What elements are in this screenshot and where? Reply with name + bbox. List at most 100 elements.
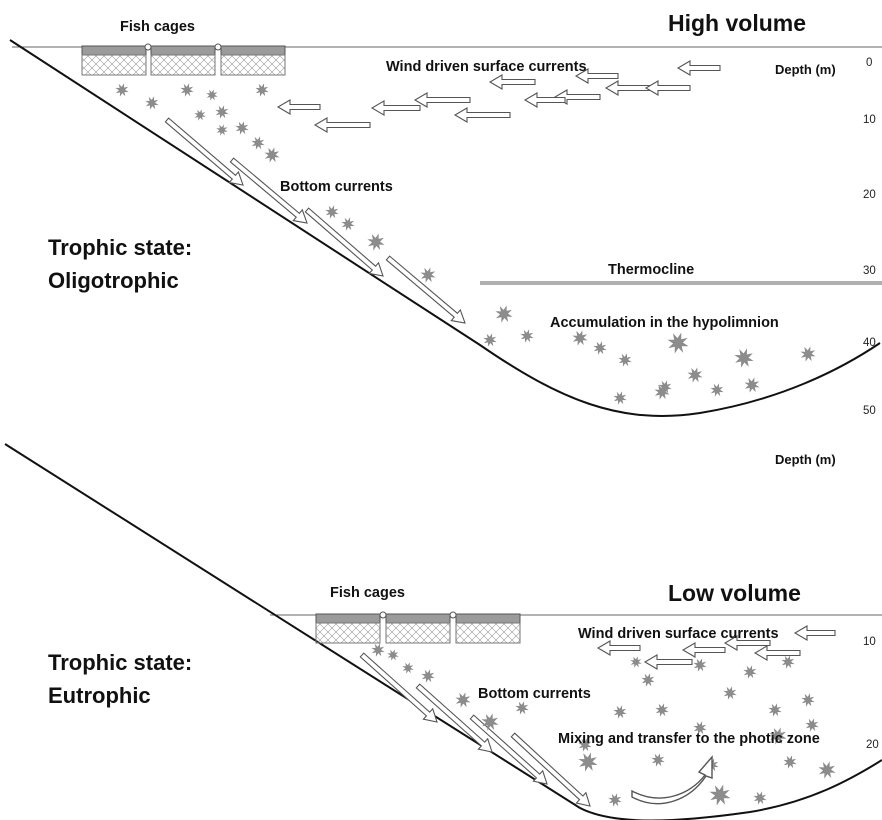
waste-particle bbox=[387, 649, 399, 661]
top-surface-currents-label: Wind driven surface currents bbox=[386, 59, 587, 75]
waste-particle bbox=[495, 305, 513, 323]
top-surface-current-arrows bbox=[276, 60, 721, 133]
waste-particle bbox=[630, 656, 642, 668]
top-bottom-currents-label: Bottom currents bbox=[280, 179, 393, 195]
fish-cage bbox=[315, 613, 381, 644]
cage-float bbox=[379, 611, 387, 619]
waste-particle bbox=[768, 703, 782, 717]
waste-particle bbox=[402, 662, 414, 674]
top-depth-tick-10: 10 bbox=[863, 114, 876, 126]
current-arrow bbox=[793, 625, 836, 641]
waste-particle bbox=[520, 329, 534, 343]
bottom-fish-cages bbox=[315, 611, 521, 644]
current-arrow bbox=[385, 255, 466, 324]
thermocline-label: Thermocline bbox=[608, 262, 694, 278]
top-trophic-state-line2: Oligotrophic bbox=[48, 268, 179, 293]
current-arrow bbox=[753, 645, 801, 661]
current-arrow bbox=[604, 80, 651, 96]
waste-particle bbox=[818, 761, 836, 779]
bottom-panel: Depth (m) Fish cages Low volume W bbox=[4, 443, 882, 820]
waste-particle bbox=[578, 752, 598, 772]
current-arrow bbox=[676, 60, 721, 76]
fish-cage bbox=[455, 613, 521, 644]
waste-particle bbox=[115, 83, 129, 97]
current-arrow bbox=[453, 107, 511, 123]
waste-particle bbox=[194, 109, 206, 121]
waste-particle bbox=[325, 205, 339, 219]
fish-cage bbox=[81, 45, 147, 76]
bottom-depth-label: Depth (m) bbox=[775, 452, 836, 467]
current-arrow bbox=[164, 117, 244, 186]
waste-particle bbox=[251, 136, 265, 150]
waste-particle bbox=[709, 784, 731, 806]
current-arrow bbox=[370, 100, 421, 116]
top-waste-particles bbox=[115, 83, 816, 405]
waste-particle bbox=[421, 669, 435, 683]
waste-particle bbox=[753, 791, 767, 805]
waste-particle bbox=[180, 83, 194, 97]
bottom-surface-current-arrows bbox=[596, 625, 836, 670]
waste-particle bbox=[693, 658, 707, 672]
waste-particle bbox=[235, 121, 249, 135]
waste-particle bbox=[420, 267, 436, 283]
waste-particle bbox=[255, 83, 269, 97]
fish-cage bbox=[220, 45, 286, 76]
bottom-waste-particles bbox=[371, 643, 836, 807]
current-arrow bbox=[359, 652, 438, 723]
current-arrow bbox=[574, 68, 619, 84]
current-arrow bbox=[276, 99, 321, 115]
bottom-bottom-current-arrows bbox=[359, 652, 591, 807]
top-fish-cages-label: Fish cages bbox=[120, 19, 195, 35]
cage-float bbox=[144, 43, 152, 51]
mixing-curved-arrow bbox=[631, 755, 713, 805]
waste-particle bbox=[367, 233, 385, 251]
fish-cage bbox=[150, 45, 216, 76]
current-arrow bbox=[229, 157, 308, 224]
current-arrow bbox=[644, 80, 691, 96]
waste-particle bbox=[608, 793, 622, 807]
top-depth-tick-40: 40 bbox=[863, 337, 876, 349]
bottom-surface-currents-label: Wind driven surface currents bbox=[578, 626, 779, 642]
waste-particle bbox=[483, 333, 497, 347]
waste-particle bbox=[371, 643, 385, 657]
waste-particle bbox=[593, 341, 607, 355]
current-arrow bbox=[681, 642, 726, 658]
top-fish-cages bbox=[81, 43, 286, 76]
waste-particle bbox=[618, 353, 632, 367]
waste-particle bbox=[481, 713, 499, 731]
waste-particle bbox=[215, 105, 229, 119]
bottom-bottom-currents-label: Bottom currents bbox=[478, 686, 591, 702]
waste-particle bbox=[216, 124, 228, 136]
top-depth-tick-20: 20 bbox=[863, 189, 876, 201]
waste-particle bbox=[613, 391, 627, 405]
current-arrow bbox=[643, 654, 693, 670]
top-volume-label: High volume bbox=[668, 10, 806, 36]
top-lake-bed bbox=[9, 39, 881, 417]
waste-particle bbox=[641, 673, 655, 687]
waste-particle bbox=[805, 718, 819, 732]
current-arrow bbox=[596, 640, 641, 656]
waste-particle bbox=[341, 217, 355, 231]
current-arrow bbox=[488, 74, 536, 90]
waste-particle bbox=[651, 753, 665, 767]
bottom-depth-tick-10: 10 bbox=[863, 636, 876, 648]
bottom-fish-cages-label: Fish cages bbox=[330, 585, 405, 601]
current-arrow bbox=[313, 117, 371, 133]
accumulation-label: Accumulation in the hypolimnion bbox=[550, 315, 779, 331]
top-panel: Fish cages High volume Wind driven surfa… bbox=[9, 10, 882, 417]
fish-cage bbox=[385, 613, 451, 644]
waste-particle bbox=[783, 755, 797, 769]
top-depth-tick-0: 0 bbox=[866, 57, 872, 69]
waste-particle bbox=[206, 89, 218, 101]
waste-particle bbox=[455, 692, 471, 708]
waste-particle bbox=[613, 705, 627, 719]
current-arrow bbox=[415, 683, 493, 753]
waste-particle bbox=[578, 738, 592, 752]
waste-particle bbox=[710, 383, 724, 397]
waste-particle bbox=[743, 665, 757, 679]
waste-particle bbox=[734, 348, 754, 368]
top-bottom-current-arrows bbox=[164, 117, 466, 324]
cage-float bbox=[214, 43, 222, 51]
waste-particle bbox=[572, 330, 588, 346]
